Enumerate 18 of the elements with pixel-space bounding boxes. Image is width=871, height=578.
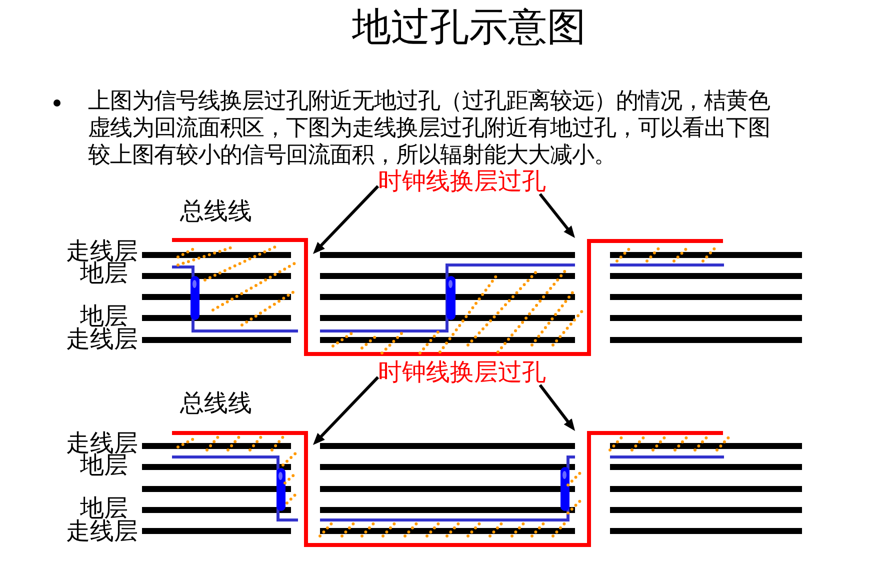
arrow bbox=[312, 185, 380, 254]
callout-label: 时钟线换层过孔 bbox=[378, 168, 546, 194]
title: 地过孔示意图 bbox=[352, 7, 586, 49]
layer-label: 走线层 bbox=[66, 328, 138, 350]
layer-label: 地层 bbox=[80, 305, 128, 327]
arrow bbox=[538, 384, 576, 431]
layer-label: 地层 bbox=[80, 497, 128, 519]
body-text: 上图为信号线换层过孔附近无地过孔（过孔距离较远）的情况，桔黄色虚线为回流面积区，下图为走线换层过孔附近有地过孔，可以看出下图较上图有较小的信号回流面积，所以辐射能大大减小。 bbox=[88, 88, 771, 169]
arrow bbox=[312, 376, 380, 445]
layer-label: 地层 bbox=[80, 262, 128, 284]
callout-label: 时钟线换层过孔 bbox=[378, 359, 546, 385]
layer-label: 走线层 bbox=[66, 432, 138, 454]
arrow bbox=[538, 193, 575, 238]
layer-label: 走线层 bbox=[66, 520, 138, 542]
panel-label: 总线线 bbox=[180, 390, 252, 416]
layer-label: 走线层 bbox=[66, 240, 138, 262]
panel-label: 总线线 bbox=[180, 198, 252, 224]
layer-label: 地层 bbox=[80, 454, 128, 476]
